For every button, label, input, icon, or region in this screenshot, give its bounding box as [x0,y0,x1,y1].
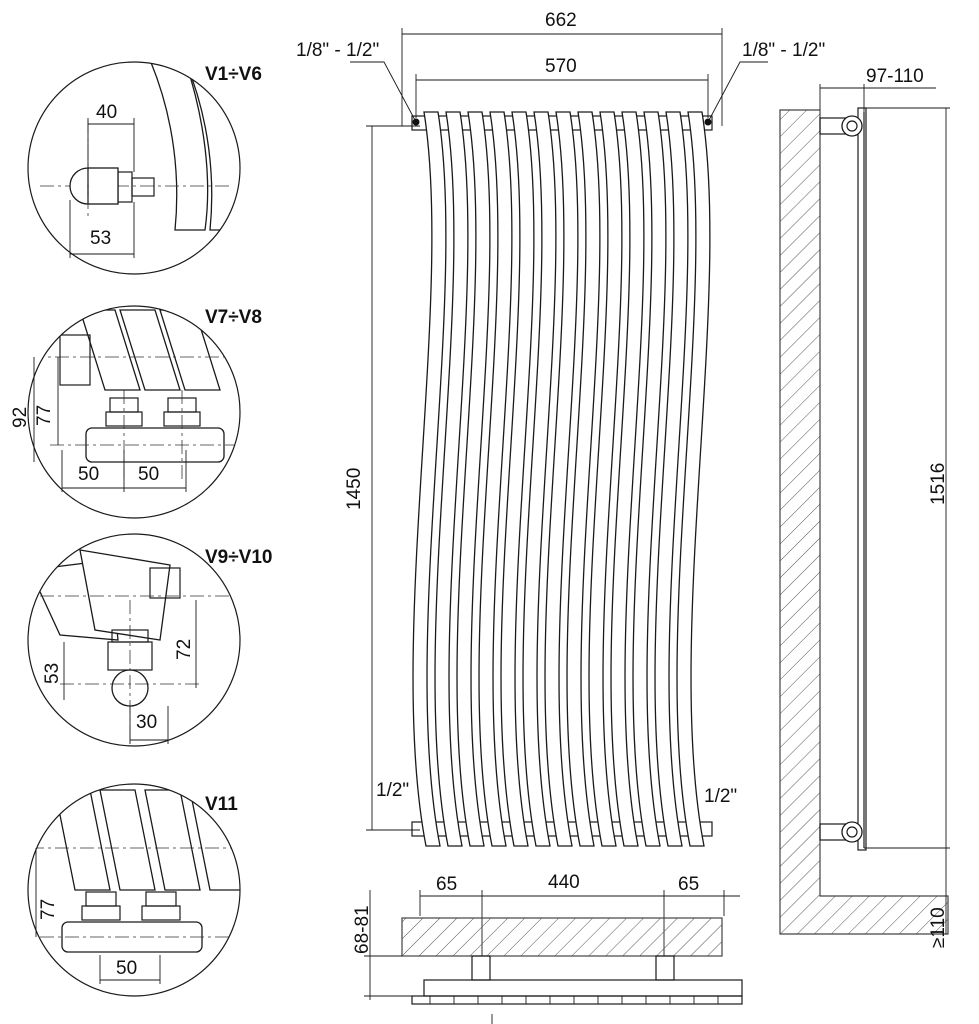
bottom-left-connection-label: 1/2" [376,780,409,801]
radiator-tubes [412,111,711,847]
detail-view-v11: V11 77 50 [27,783,241,997]
radiator-tube [478,111,513,847]
detail-title: V1÷V6 [205,64,262,85]
dim-connection-spacing: 570 [545,56,577,77]
radiator-tube [544,111,579,847]
radiator-tube [566,111,601,847]
dim-text: 72 [174,639,195,660]
detail-title: V7÷V8 [205,307,262,328]
detail-title: V9÷V10 [205,547,272,568]
top-view-fins [429,996,719,1004]
dim-overall-width: 662 [545,10,577,31]
dim-text: 77 [38,899,59,920]
dim-left-offset: 65 [436,874,457,895]
radiator-tube [522,111,557,847]
side-view: 97-110 1516 ≥110 [779,66,950,948]
dim-text: 50 [116,958,137,979]
dim-bracket-spacing: 440 [548,872,580,893]
top-right-connection-label: 1/8" - 1/2" [742,40,825,61]
radiator-tube [676,111,711,847]
radiator-tube [610,111,645,847]
top-left-connection-label: 1/8" - 1/2" [296,40,379,61]
dim-text: 40 [96,102,117,123]
bottom-right-connection-label: 1/2" [704,786,737,807]
dim-floor-clearance: ≥110 [928,907,949,948]
dim-wall-distance: 97-110 [866,66,924,87]
front-view: 662 570 1/8" - 1/2" 1/8" - 1/2" 1450 1/2… [296,10,825,847]
detail-title: V11 [205,794,238,815]
detail-view-v9-v10: V9÷V10 72 53 30 [27,533,272,747]
radiator-tube [632,111,667,847]
radiator-tube [500,111,535,847]
radiator-tube [588,111,623,847]
dim-height: 1450 [344,468,365,510]
radiator-tube [434,111,469,847]
radiator-tube [654,111,689,847]
dim-text: 30 [136,712,157,733]
dim-text: 53 [90,228,111,249]
dim-text: 50 [78,464,99,485]
dim-text: 77 [34,405,55,426]
dim-total-height: 1516 [928,463,949,505]
dim-depth: 68-81 [352,905,373,954]
dim-text: 50 [138,464,159,485]
detail-view-v1-v6: V1÷V6 40 53 [27,61,262,275]
dim-right-offset: 65 [678,874,699,895]
detail-view-v7-v8: V7÷V8 92 77 50 50 [10,305,262,519]
top-view: 65 440 65 68-81 [352,872,743,1024]
dim-text: 92 [10,407,31,428]
dim-text: 53 [42,663,63,684]
radiator-tube [456,111,491,847]
radiator-tube [412,111,447,847]
